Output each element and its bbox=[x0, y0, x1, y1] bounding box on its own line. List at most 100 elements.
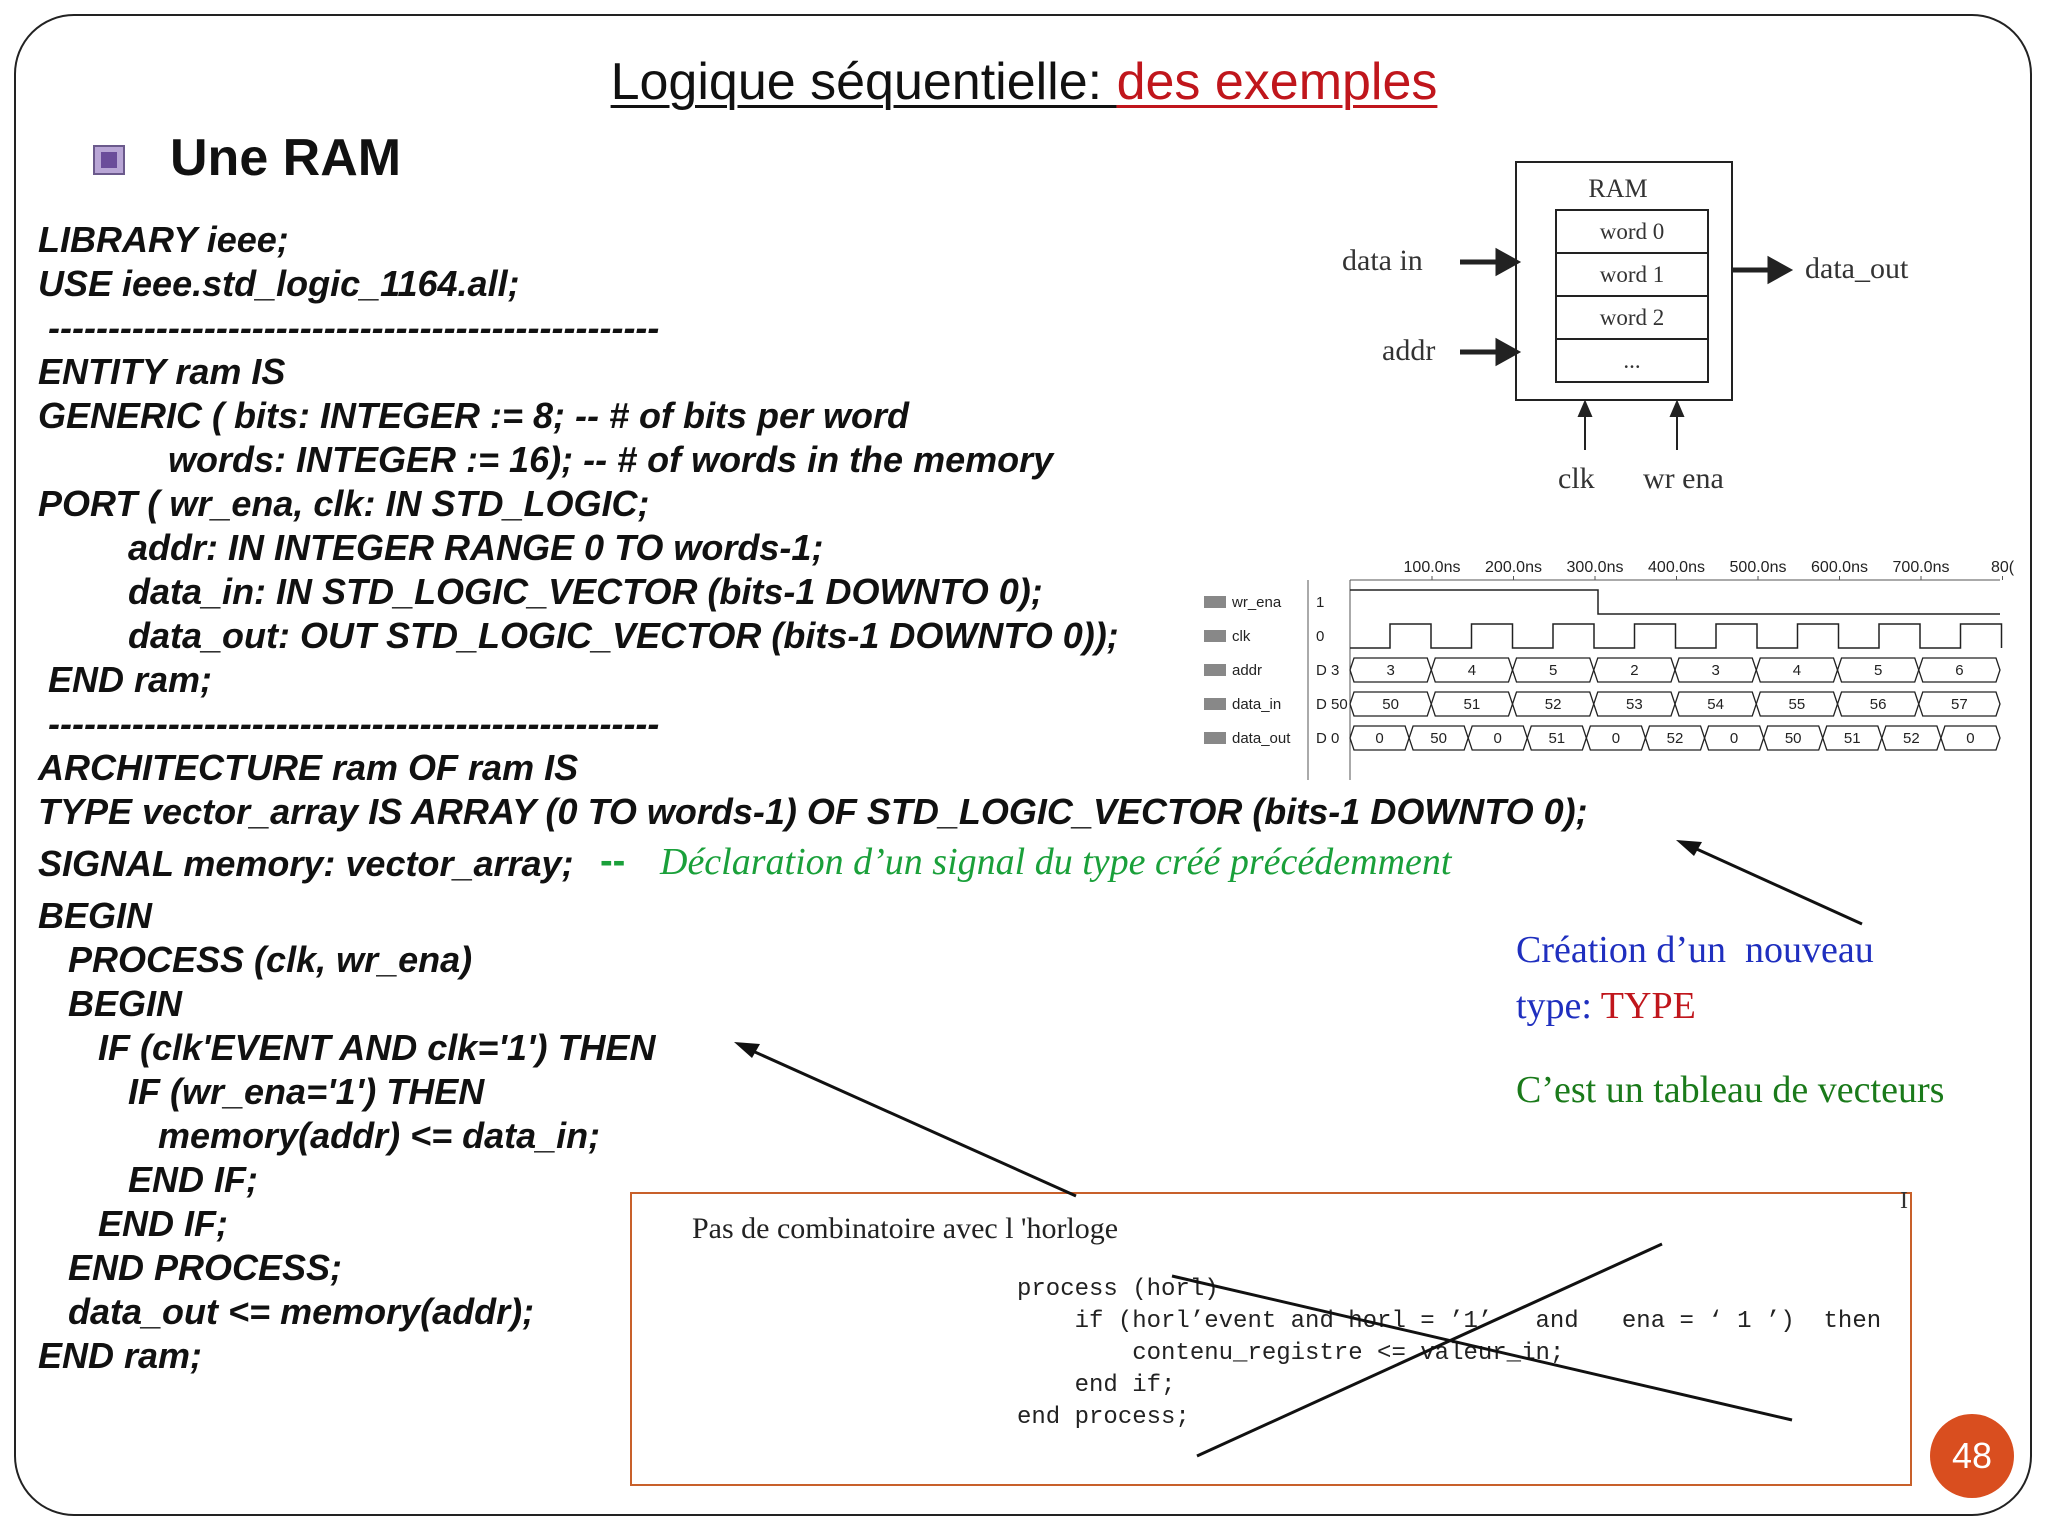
svg-text:51: 51 bbox=[1548, 730, 1565, 747]
code-line: ENTITY ram IS bbox=[38, 351, 286, 392]
ram-input-addr: addr bbox=[1382, 334, 1435, 367]
sim-signal-data-in: data_in D 50 50 51 52 53 54 55 56 57 bbox=[1204, 691, 2001, 717]
ram-word-label: word 2 bbox=[1600, 305, 1665, 330]
note-creation: Création d’un nouveau bbox=[1516, 929, 1874, 971]
sim-time-label: 400.0ns bbox=[1648, 559, 1705, 576]
ram-word-cell bbox=[1555, 295, 1709, 340]
code-line: GENERIC ( bits: INTEGER := 8; -- # of bi… bbox=[38, 395, 910, 436]
svg-text:50: 50 bbox=[1430, 730, 1447, 747]
code-line: addr: IN INTEGER RANGE 0 TO words-1; bbox=[38, 527, 824, 568]
code-line: data_out <= memory(addr); bbox=[38, 1291, 535, 1332]
ram-word-label: word 0 bbox=[1600, 219, 1665, 244]
sim-signal-clk: clk 0 bbox=[1204, 623, 2003, 649]
code-line: BEGIN bbox=[38, 983, 183, 1024]
sim-signal-wr-ena: wr_ena 1 bbox=[1204, 589, 2000, 615]
ram-word-cell bbox=[1555, 252, 1709, 297]
svg-text:3: 3 bbox=[1386, 662, 1394, 679]
svg-text:data_out: data_out bbox=[1232, 730, 1291, 747]
sim-time-label: 80( bbox=[1991, 559, 2015, 576]
code-line: TYPE vector_array IS ARRAY (0 TO words-1… bbox=[38, 791, 1588, 832]
code-line: BEGIN bbox=[38, 895, 153, 936]
code-line: END IF; bbox=[38, 1203, 229, 1244]
svg-text:55: 55 bbox=[1789, 696, 1806, 713]
slide-title: Logique séquentielle: des exemples bbox=[610, 53, 1438, 111]
svg-text:52: 52 bbox=[1903, 730, 1920, 747]
code-line: IF (clk'EVENT AND clk='1') THEN bbox=[38, 1027, 656, 1068]
vhdl-process-block: BEGIN PROCESS (clk, wr_ena) BEGIN IF (cl… bbox=[38, 894, 655, 1378]
code-line: ----------------------------------------… bbox=[38, 703, 660, 744]
sim-time-label: 500.0ns bbox=[1730, 559, 1787, 576]
svg-text:5: 5 bbox=[1549, 662, 1557, 679]
code-line: ARCHITECTURE ram OF ram IS bbox=[38, 747, 579, 788]
svg-text:0: 0 bbox=[1612, 730, 1620, 747]
code-line: memory(addr) <= data_in; bbox=[38, 1115, 601, 1156]
signal-comment-dash: -- bbox=[600, 840, 626, 882]
ram-input-clk: clk bbox=[1558, 462, 1595, 495]
ram-block-diagram: RAM word 0 word 1 word 2... data in addr d… bbox=[1342, 161, 1909, 495]
code-line: END PROCESS; bbox=[38, 1247, 343, 1288]
crossed-example-box: Pas de combinatoire avec l 'horloge proc… bbox=[630, 1188, 1912, 1486]
simulation-waveform: 100.0ns 200.0ns 300.0ns 400.0ns 500.0ns 600.0… bbox=[1204, 559, 2015, 780]
sim-time-label: 600.0ns bbox=[1811, 559, 1868, 576]
crossed-example-title: Pas de combinatoire avec l 'horloge bbox=[692, 1212, 1119, 1245]
code-line: ----------------------------------------… bbox=[38, 307, 660, 348]
svg-text:50: 50 bbox=[1785, 730, 1802, 747]
svg-text:3: 3 bbox=[1711, 662, 1719, 679]
svg-text:0: 0 bbox=[1730, 730, 1738, 747]
ram-word-label: word 1 bbox=[1600, 262, 1665, 287]
corner-mark: I bbox=[1900, 1188, 1908, 1214]
note-tableau: C’est un tableau de vecteurs bbox=[1516, 1069, 1945, 1111]
ram-title: RAM bbox=[1588, 174, 1647, 203]
svg-text:52: 52 bbox=[1545, 696, 1562, 713]
sim-time-label: 100.0ns bbox=[1404, 559, 1461, 576]
ram-input-wr-ena: wr ena bbox=[1643, 462, 1724, 495]
svg-text:51: 51 bbox=[1844, 730, 1861, 747]
svg-text:54: 54 bbox=[1707, 696, 1724, 713]
svg-text:wr_ena: wr_ena bbox=[1231, 594, 1282, 611]
code-line: USE ieee.std_logic_1164.all; bbox=[38, 263, 520, 304]
ram-output: data_out bbox=[1805, 252, 1909, 285]
svg-text:5: 5 bbox=[1874, 662, 1882, 679]
slide-subtitle: Une RAM bbox=[170, 129, 402, 187]
code-line: END IF; bbox=[38, 1159, 259, 1200]
code-line: data_in: IN STD_LOGIC_VECTOR (bits-1 DOW… bbox=[38, 571, 1043, 612]
code-line: PROCESS (clk, wr_ena) bbox=[38, 939, 473, 980]
vhdl-code-block: LIBRARY ieee;USE ieee.std_logic_1164.all… bbox=[38, 218, 1588, 834]
ram-word-cell bbox=[1555, 338, 1709, 383]
cross-out-lines bbox=[1171, 1242, 1793, 1458]
code-line: words: INTEGER := 16); -- # of words in … bbox=[38, 439, 1054, 480]
sim-time-label: 200.0ns bbox=[1485, 559, 1542, 576]
svg-text:2: 2 bbox=[1630, 662, 1638, 679]
svg-text:0: 0 bbox=[1375, 730, 1383, 747]
signal-comment: Déclaration d’un signal du type créé pré… bbox=[660, 841, 1452, 883]
svg-text:0: 0 bbox=[1316, 628, 1324, 645]
bullet-square-icon bbox=[93, 145, 125, 175]
code-line: END ram; bbox=[38, 659, 213, 700]
sim-time-label: 700.0ns bbox=[1893, 559, 1950, 576]
svg-text:56: 56 bbox=[1870, 696, 1887, 713]
page-number-badge: 48 bbox=[1930, 1414, 2014, 1498]
code-line: END ram; bbox=[38, 1335, 203, 1376]
ram-input-data-in: data in bbox=[1342, 244, 1423, 277]
svg-text:53: 53 bbox=[1626, 696, 1643, 713]
svg-text:D 3: D 3 bbox=[1316, 662, 1339, 679]
ram-word-cell bbox=[1555, 209, 1709, 254]
signal-declaration: SIGNAL memory: vector_array; bbox=[38, 843, 574, 884]
svg-text:51: 51 bbox=[1464, 696, 1481, 713]
svg-text:addr: addr bbox=[1232, 662, 1262, 679]
sim-time-label: 300.0ns bbox=[1567, 559, 1624, 576]
svg-text:D 0: D 0 bbox=[1316, 730, 1339, 747]
svg-text:clk: clk bbox=[1232, 628, 1251, 645]
svg-text:D 50: D 50 bbox=[1316, 696, 1348, 713]
svg-text:data_in: data_in bbox=[1232, 696, 1281, 713]
ram-word-label: ... bbox=[1623, 348, 1640, 373]
svg-text:50: 50 bbox=[1382, 696, 1399, 713]
svg-text:57: 57 bbox=[1951, 696, 1968, 713]
svg-text:1: 1 bbox=[1316, 594, 1324, 611]
svg-text:52: 52 bbox=[1667, 730, 1684, 747]
svg-text:4: 4 bbox=[1468, 662, 1476, 679]
svg-text:6: 6 bbox=[1955, 662, 1963, 679]
slide-frame bbox=[14, 14, 2032, 1516]
code-line: data_out: OUT STD_LOGIC_VECTOR (bits-1 D… bbox=[38, 615, 1119, 656]
